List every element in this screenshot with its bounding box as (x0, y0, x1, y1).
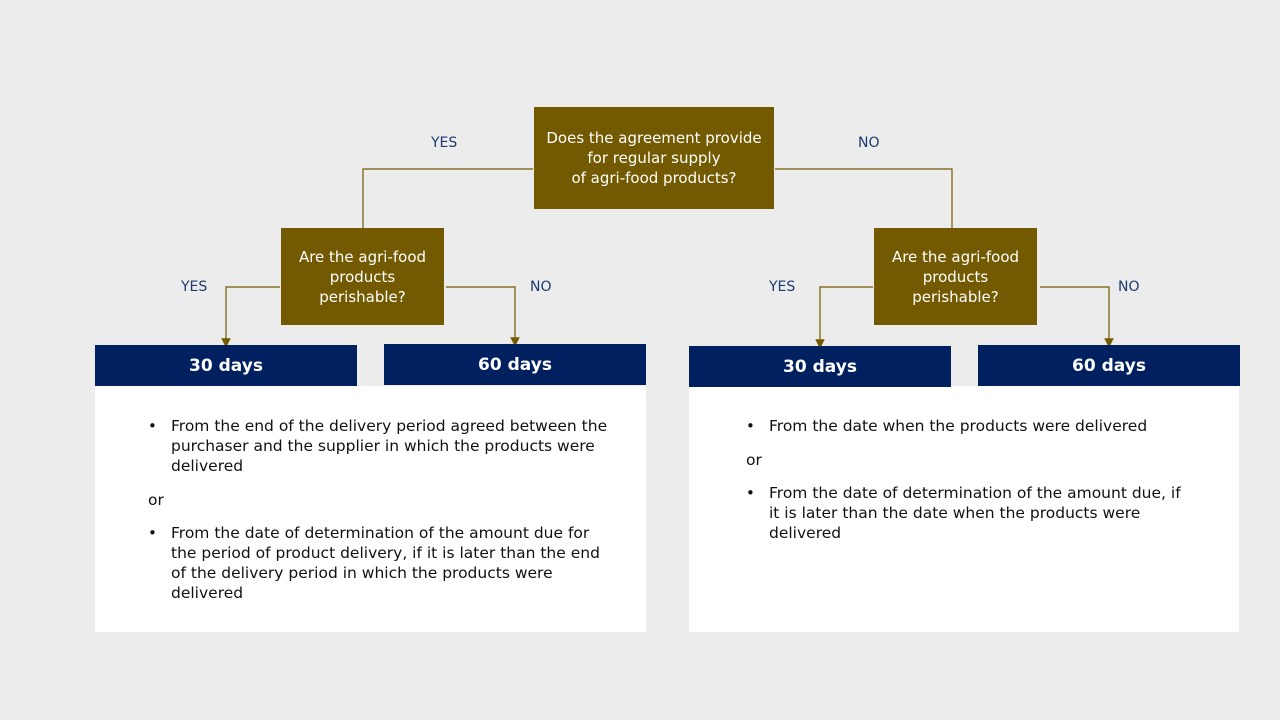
left-no-connector (446, 286, 520, 347)
right-bullet-1-marker: • (746, 417, 755, 435)
right-or-text: or (746, 451, 762, 469)
left-yes-connector (221, 286, 280, 348)
right-bullet-2-text: From the date of determination of the am… (769, 484, 1181, 542)
left-30-days-box: 30 days (95, 345, 357, 386)
left-no-label: NO (530, 279, 552, 295)
right-yes-connector (815, 286, 873, 349)
left-yes-label: YES (181, 279, 208, 295)
left-bullet-1-text: From the end of the delivery period agre… (171, 417, 608, 475)
left-bullet-2-text: From the date of determination of the am… (171, 524, 600, 602)
right-30-days-box: 30 days (689, 346, 951, 387)
left-description-panel (95, 386, 646, 632)
root-no-label: NO (858, 135, 880, 151)
right-yes-label: YES (769, 279, 796, 295)
root-yes-label: YES (431, 135, 458, 151)
right-question-box: Are the agri-food products perishable? (874, 228, 1037, 325)
right-description-panel (689, 386, 1239, 632)
right-60-days-box: 60 days (978, 345, 1240, 386)
right-bullet-1-text: From the date when the products were del… (769, 417, 1148, 435)
right-no-connector (1040, 286, 1114, 348)
left-bullet-2-marker: • (148, 524, 157, 542)
root-yes-connector (362, 168, 533, 228)
left-60-days-box: 60 days (384, 344, 646, 385)
left-bullet-1-marker: • (148, 417, 157, 435)
root-no-connector (775, 168, 953, 228)
left-question-box: Are the agri-food products perishable? (281, 228, 444, 325)
right-bullet-2-marker: • (746, 484, 755, 502)
left-or-text: or (148, 491, 164, 509)
right-no-label: NO (1118, 279, 1140, 295)
root-question-box: Does the agreement provide for regular s… (534, 107, 774, 209)
